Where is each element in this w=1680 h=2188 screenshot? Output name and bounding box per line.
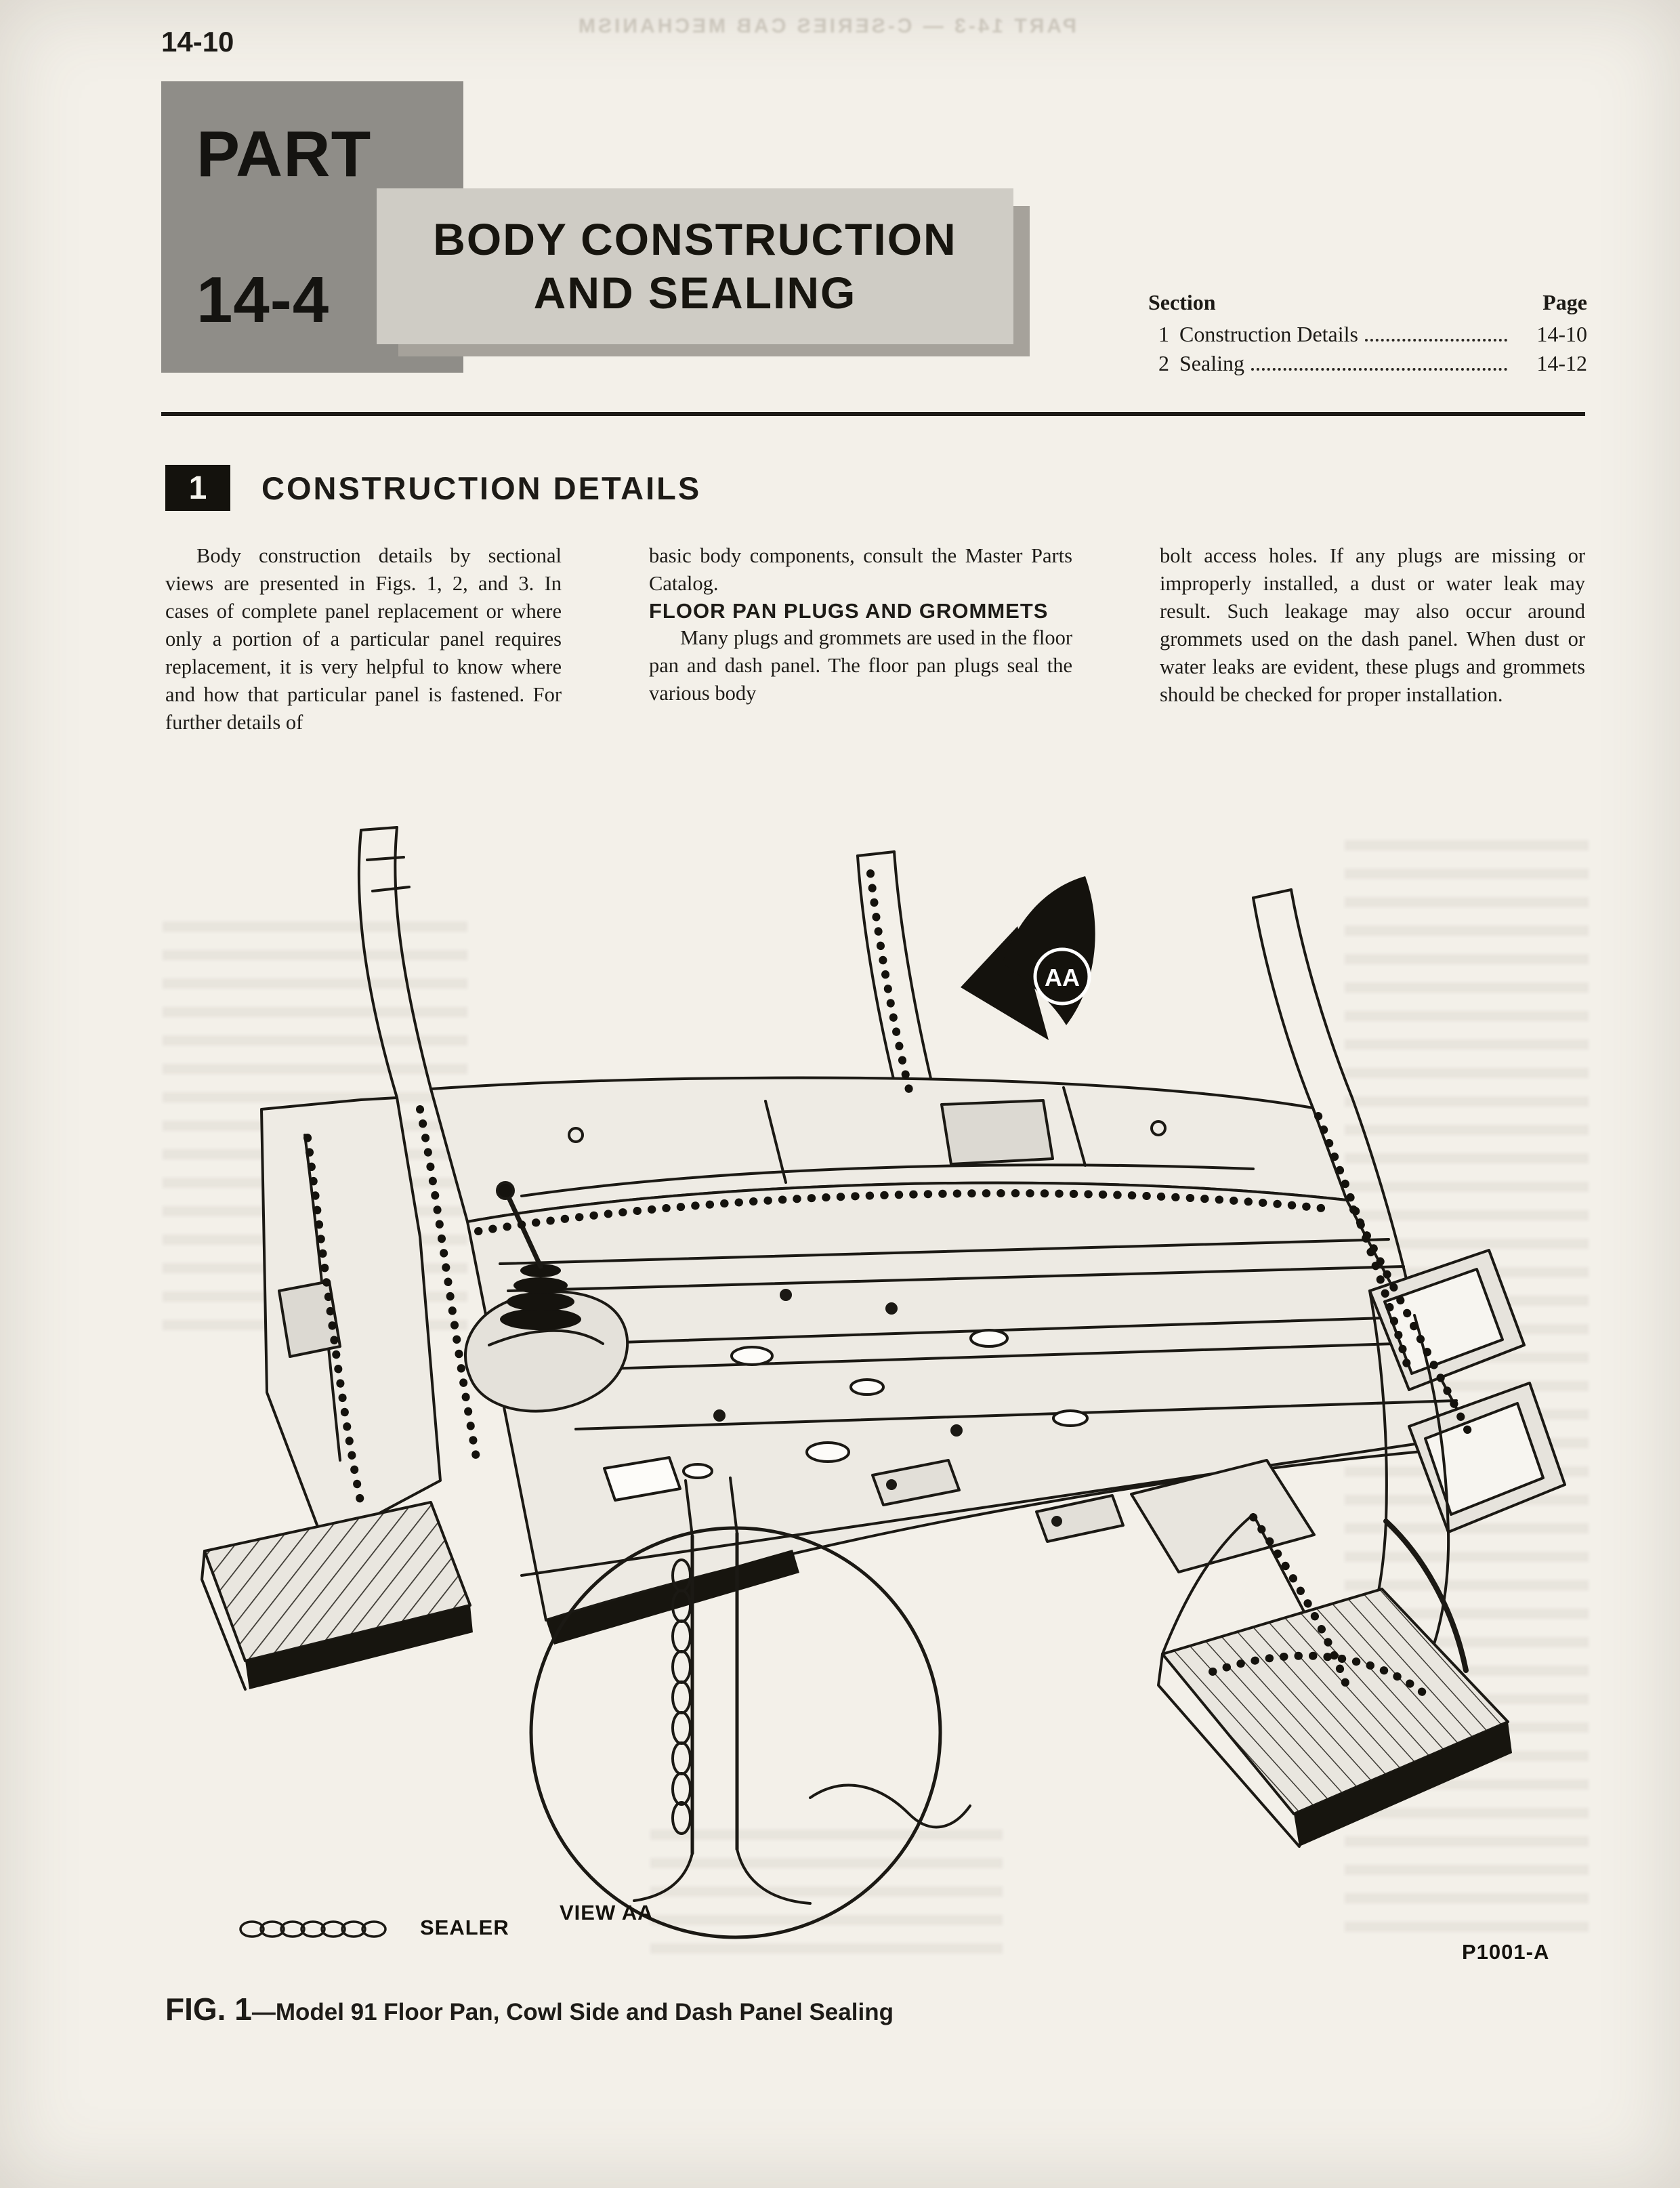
bleedthrough-header-text: PART 14-3 — C-SERIES CAB MECHANISM [576,15,1076,37]
sealer-label: SEALER [420,1916,509,1939]
shift-boot [464,1181,629,1413]
sealer-beads [303,869,1477,1703]
left-pillar [357,826,432,1099]
figure-illustration: AA [201,826,1566,1939]
caption-fig-number: FIG. 1 [165,1991,252,2027]
toc-row-label: Sealing [1179,351,1244,375]
aa-callout-label: AA [1045,964,1080,991]
figure-caption: FIG. 1—Model 91 Floor Pan, Cowl Side and… [165,1991,894,2027]
section-heading: 1 CONSTRUCTION DETAILS [165,465,701,511]
right-cowl-side [1157,1249,1566,1848]
toc-header-section: Section [1148,290,1216,314]
view-aa-label: VIEW AA [560,1901,654,1924]
figure-code: P1001-A [1462,1940,1550,1964]
paragraph: Body construction details by sectional v… [165,544,562,734]
body-text-columns: Body construction details by sectional v… [165,542,1585,737]
chapter-title-line1: BODY CONSTRUCTION [433,213,957,264]
part-number: 14-4 [196,263,330,336]
center-pillar [856,850,936,1105]
toc-row-label: Construction Details [1179,322,1358,346]
figure-1: AA SEALER VIEW AA P1001-A [102,817,1572,1985]
toc-leader [1364,339,1507,342]
left-cowl-side [201,1096,473,1691]
aa-callout-arrow: AA [961,876,1095,1040]
toc-row-page: 14-12 [1536,351,1587,375]
paragraph: Many plugs and grommets are used in the … [649,626,1072,705]
section-number-badge: 1 [165,465,230,511]
subsection-heading: FLOOR PAN PLUGS AND GROMMETS [649,599,1049,623]
page-number: 14-10 [161,26,234,58]
divider-rule [161,412,1585,416]
floor-pan [466,1181,1478,1645]
chapter-title-line2: AND SEALING [533,268,857,318]
text-column-2: basic body components, consult the Maste… [649,542,1072,737]
sealer-legend-chain [239,1920,387,1938]
toc-leader [1251,368,1507,371]
bleedthrough-header: PART 14-3 — C-SERIES CAB MECHANISM [576,15,1076,38]
section-title: CONSTRUCTION DETAILS [261,470,702,506]
text-column-3: bolt access holes. If any plugs are miss… [1160,542,1585,737]
part-label: PART [196,117,372,190]
toc-row: 1 Construction Details 14-10 [1148,322,1587,347]
table-of-contents: Section Page 1 Construction Details 14-1… [1148,290,1587,376]
text-column-1: Body construction details by sectional v… [165,542,562,737]
toc-row: 2 Sealing 14-12 [1148,351,1587,376]
toc-header-page: Page [1542,290,1587,314]
toc-row-number: 1 [1158,322,1169,346]
toc-header: Section Page [1148,290,1587,315]
caption-text: —Model 91 Floor Pan, Cowl Side and Dash … [251,1999,894,2025]
paragraph: basic body components, consult the Maste… [649,544,1072,595]
view-aa-detail [529,1477,971,1939]
dash-panel [429,1076,1348,1223]
toc-row-page: 14-10 [1536,322,1587,346]
paragraph: bolt access holes. If any plugs are miss… [1160,544,1585,706]
toc-row-number: 2 [1158,351,1169,375]
chapter-title-box: BODY CONSTRUCTION AND SEALING [377,188,1013,344]
